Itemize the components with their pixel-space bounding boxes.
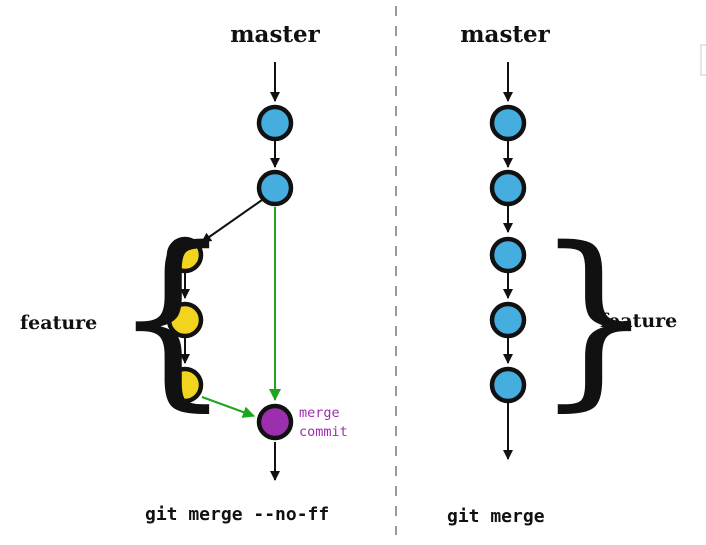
right-panel: master } feature git merge — [447, 21, 677, 527]
left-master-commit-2 — [256, 169, 294, 207]
left-feature-commit-2 — [166, 301, 204, 339]
left-panel: master merge commit { feature git merge … — [20, 21, 348, 525]
left-merge-commit — [256, 403, 294, 441]
merge-commit-label-line1: merge — [299, 405, 340, 421]
left-edge-feature-to-merge — [201, 396, 255, 418]
left-feature-commit-1 — [166, 236, 204, 274]
left-feature-label: feature — [20, 312, 97, 334]
right-feature-label: feature — [600, 310, 677, 332]
left-master-commit-1 — [256, 104, 294, 142]
merge-commit-label-line2: commit — [299, 424, 348, 440]
right-master-label: master — [460, 21, 550, 48]
right-commit-3 — [489, 236, 527, 274]
right-commit-5 — [489, 366, 527, 404]
left-master-label: master — [230, 21, 320, 48]
right-command-label: git merge — [447, 506, 545, 527]
right-feature-brace: } — [534, 207, 655, 428]
left-edge-branch — [201, 199, 263, 243]
left-feature-commit-3 — [166, 366, 204, 404]
left-feature-brace: { — [112, 207, 233, 428]
right-commit-1 — [489, 104, 527, 142]
right-commit-4 — [489, 301, 527, 339]
right-commit-2 — [489, 169, 527, 207]
edge-artifact — [700, 44, 706, 76]
left-command-label: git merge --no-ff — [145, 504, 329, 525]
